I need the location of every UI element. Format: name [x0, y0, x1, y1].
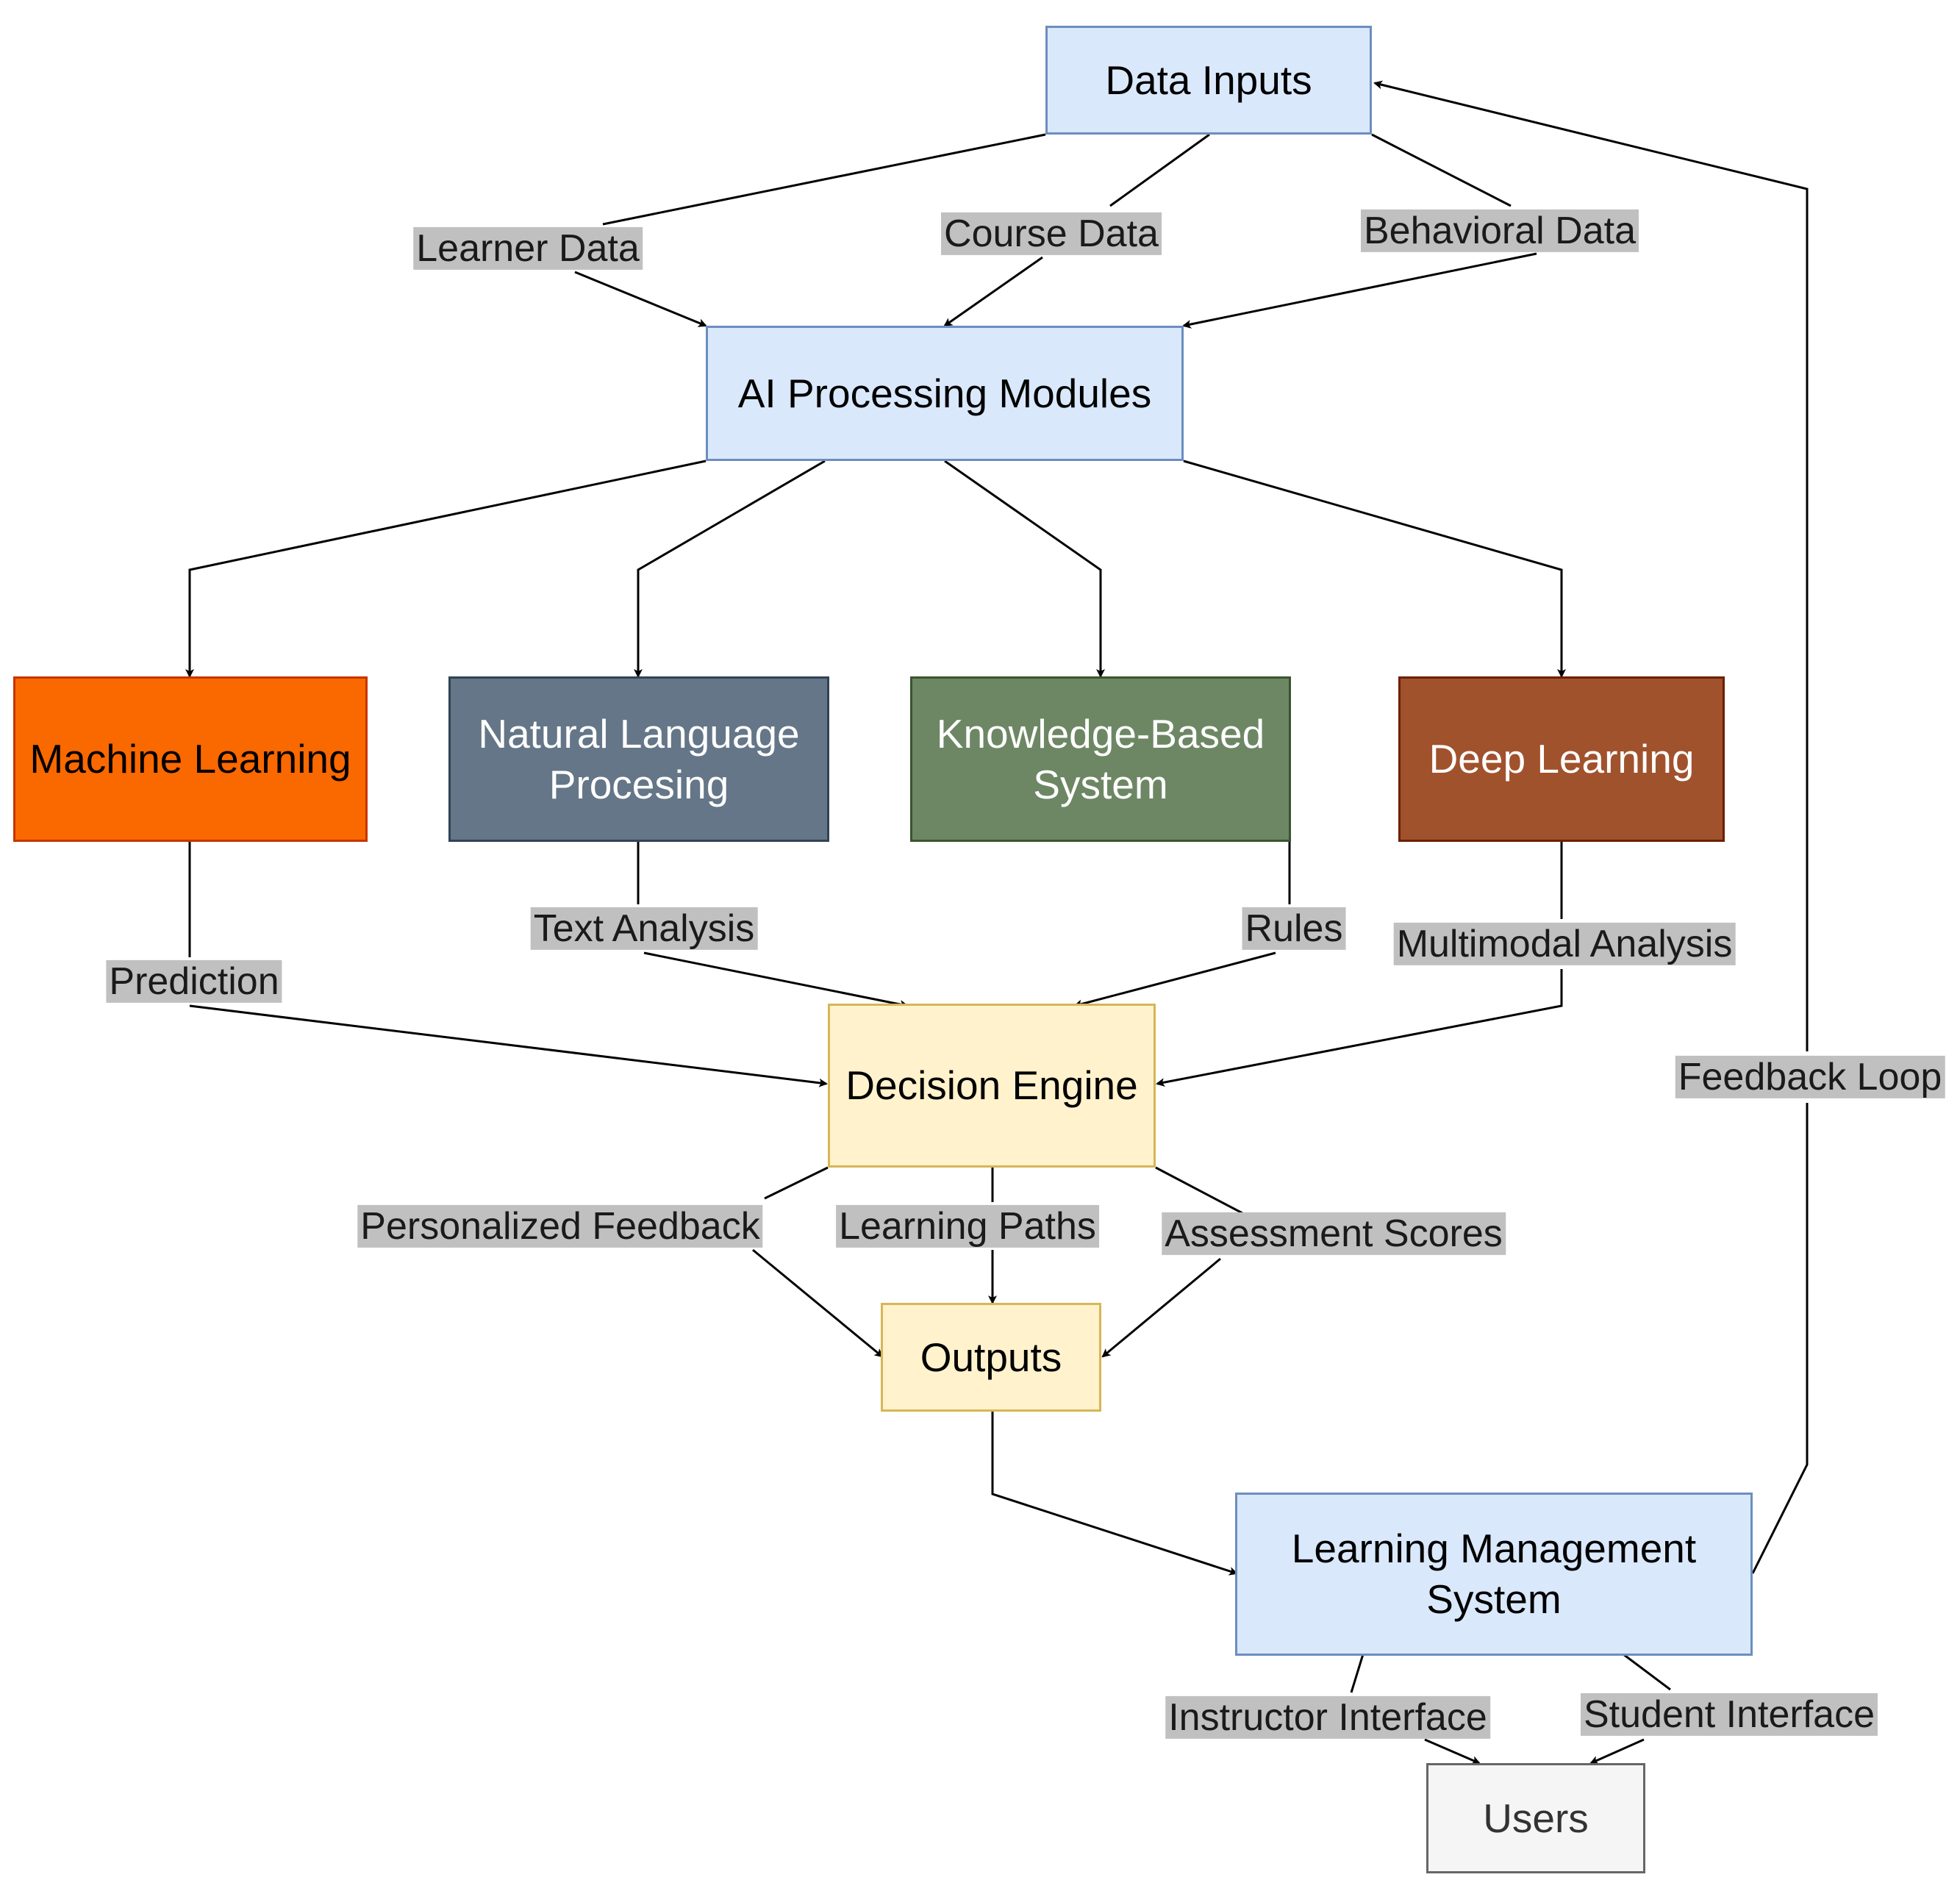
- node-learning-management-system: Learning Management System: [1235, 1493, 1753, 1656]
- edge-learner-data: [602, 133, 1046, 226]
- edge-instructor: [1350, 1654, 1365, 1693]
- edge-multimodal-tail: [1156, 969, 1563, 1087]
- label-student-interface: Student Interface: [1580, 1693, 1878, 1737]
- node-machine-learning: Machine Learning: [13, 676, 368, 842]
- edge-behavioral-data: [1371, 133, 1512, 207]
- label-instructor-interface: Instructor Interface: [1165, 1695, 1490, 1740]
- edge-learner-data-tail: [574, 271, 707, 327]
- edge-student-tail: [1589, 1738, 1645, 1765]
- label-multimodal-analysis: Multimodal Analysis: [1393, 922, 1736, 966]
- label-assessment-scores: Assessment Scores: [1162, 1212, 1506, 1256]
- label-course-data: Course Data: [941, 212, 1162, 256]
- node-deep-learning: Deep Learning: [1398, 676, 1725, 842]
- edge-personalized-feedback: [764, 1166, 829, 1200]
- edge-student: [1623, 1653, 1671, 1691]
- edge-ai-nlp: [634, 460, 826, 678]
- edge-instructor-tail: [1424, 1738, 1481, 1765]
- node-outputs: Outputs: [881, 1303, 1101, 1412]
- node-natural-language-processing: Natural Language Procesing: [448, 676, 829, 842]
- edge-course-data: [1109, 133, 1210, 207]
- edge-prediction-tail: [189, 1004, 828, 1087]
- label-prediction: Prediction: [106, 959, 282, 1004]
- edge-personalized-feedback-tail: [752, 1248, 884, 1358]
- edge-feedback-loop-tail: [1373, 80, 1809, 1051]
- node-ai-processing-modules: AI Processing Modules: [706, 326, 1184, 461]
- node-decision-engine: Decision Engine: [828, 1004, 1156, 1168]
- edge-text-analysis-tail: [643, 951, 909, 1009]
- node-knowledge-based-system: Knowledge-Based System: [910, 676, 1291, 842]
- label-learner-data: Learner Data: [413, 226, 643, 271]
- edge-outputs-lms: [991, 1410, 1238, 1576]
- node-users: Users: [1426, 1763, 1645, 1873]
- edge-ai-dl: [1183, 460, 1566, 678]
- edge-ai-ml: [185, 460, 707, 678]
- label-personalized-feedback: Personalized Feedback: [357, 1204, 763, 1248]
- label-feedback-loop: Feedback Loop: [1675, 1055, 1945, 1099]
- label-text-analysis: Text Analysis: [530, 907, 758, 951]
- label-behavioral-data: Behavioral Data: [1361, 209, 1639, 253]
- edge-assessment-scores-tail: [1101, 1257, 1221, 1358]
- edge-course-data-tail: [943, 256, 1043, 327]
- edge-behavioral-data-tail: [1182, 252, 1537, 329]
- edge-rules-tail: [1073, 951, 1276, 1009]
- label-rules: Rules: [1242, 907, 1346, 951]
- edge-ai-kbs: [944, 460, 1105, 678]
- node-data-inputs: Data Inputs: [1045, 26, 1372, 135]
- label-learning-paths: Learning Paths: [836, 1204, 1099, 1248]
- edge-assessment-scores: [1155, 1166, 1243, 1215]
- edge-feedback-loop: [1751, 1103, 1809, 1574]
